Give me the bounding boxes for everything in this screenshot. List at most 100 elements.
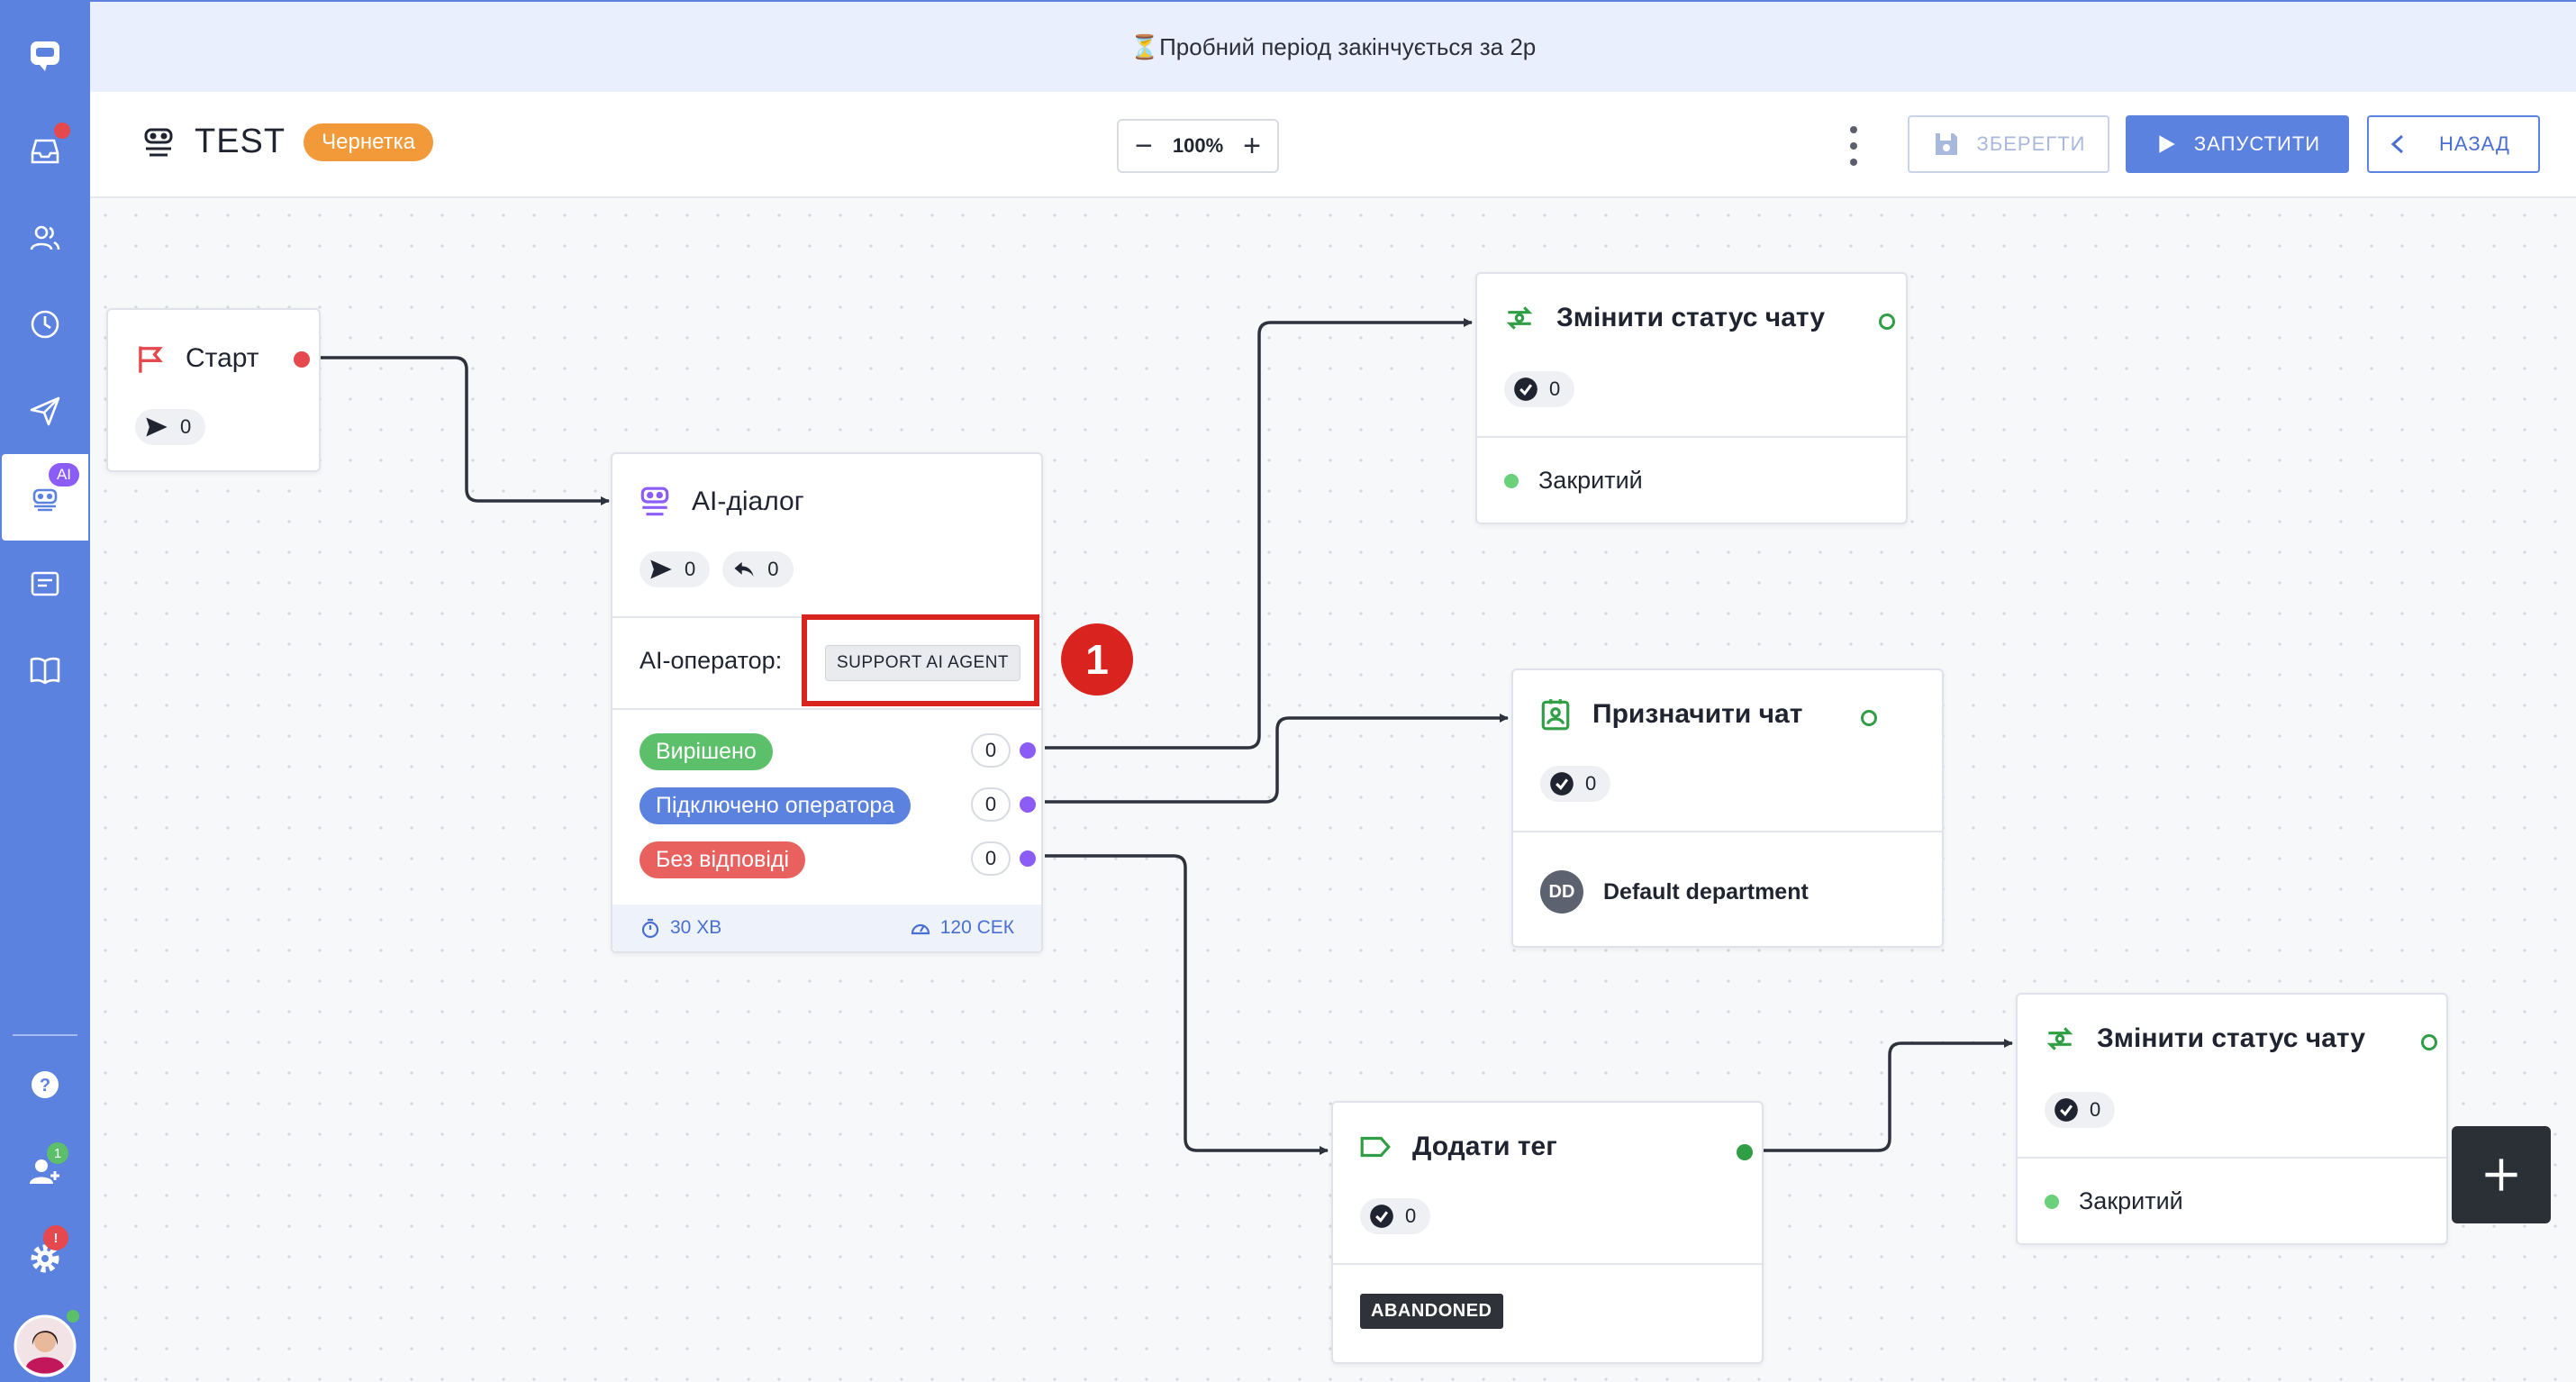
team-icon[interactable]: 1 (0, 1128, 90, 1214)
help-icon[interactable]: ? (0, 1041, 90, 1128)
status-swap-icon (1506, 306, 1533, 330)
completed-counter: 0 (1540, 766, 1611, 802)
timeout-value: 30 ХВ (670, 917, 722, 938)
reply-icon (734, 561, 754, 577)
delay-value: 120 СЕК (939, 917, 1014, 938)
more-menu-icon[interactable] (1845, 126, 1863, 166)
change-status-2-title: Змінити статус чату (2097, 1023, 2366, 1053)
change-status-header: Змінити статус чату (1502, 301, 1825, 335)
run-button[interactable]: ЗАПУСТИТИ (2126, 115, 2349, 173)
assign-chat-divider (1513, 831, 1942, 832)
outcome-noreply-count: 0 (971, 841, 1011, 876)
chevron-left-icon (2390, 134, 2404, 154)
change-status-2-stats: 0 (2045, 1092, 2116, 1128)
add-tag-header: Додати тег (1358, 1130, 1557, 1164)
change-status-title: Змінити статус чату (1556, 303, 1826, 332)
back-label: НАЗАД (2439, 132, 2510, 155)
change-status-2-output-port[interactable] (2421, 1034, 2437, 1050)
scenario-title-group: TEST Чернетка (141, 123, 433, 161)
outcome-operator-label: Підключено оператора (639, 787, 912, 824)
trial-banner-text: ⏳Пробний період закінчується за 2р (1129, 32, 1537, 60)
assign-chat-output-port[interactable] (1861, 710, 1877, 726)
change-status-2-divider (2018, 1157, 2446, 1159)
builder-header: TEST Чернетка − 100% + ЗБЕРЕГТИ ЗАПУСТИТ… (90, 92, 2576, 198)
add-tag-output-port[interactable] (1737, 1144, 1753, 1160)
sent-count: 0 (685, 558, 696, 580)
sent-counter: 0 (639, 551, 711, 587)
timeout-info: 30 ХВ (639, 917, 721, 939)
status-value-row: Закритий (1504, 467, 1643, 495)
scenario-title[interactable]: TEST (195, 123, 286, 160)
outcome-noreply-label: Без відповіді (639, 841, 806, 878)
ai-operator-value[interactable]: SUPPORT AI AGENT (825, 645, 1021, 681)
outcome-operator-count: 0 (971, 787, 1011, 822)
send-icon (650, 559, 672, 579)
add-node-button[interactable] (2452, 1126, 2551, 1223)
user-avatar[interactable] (0, 1303, 90, 1382)
outcome-resolved-port[interactable] (1020, 742, 1036, 759)
completed-count: 0 (1585, 772, 1597, 795)
chat-logo-icon[interactable] (0, 13, 90, 99)
start-node-title: Старт (186, 343, 259, 373)
plus-icon (2485, 1159, 2517, 1191)
assign-chat-title: Призначити чат (1592, 699, 1803, 729)
settings-icon[interactable]: ! (0, 1214, 90, 1301)
department-name: Default department (1603, 878, 1809, 905)
inbox-notification-dot (54, 123, 70, 139)
tag-value: ABANDONED (1360, 1294, 1503, 1329)
start-node-header: Старт (133, 342, 259, 375)
completed-count: 0 (1405, 1205, 1417, 1227)
add-tag-stats: 0 (1360, 1198, 1431, 1234)
ai-dialog-divider-2 (612, 708, 1041, 710)
outcome-resolved: Вирішено (639, 733, 773, 770)
save-button[interactable]: ЗБЕРЕГТИ (1908, 115, 2109, 173)
change-status-stats: 0 (1504, 371, 1575, 407)
inbox-icon[interactable] (0, 108, 90, 195)
closed-status-dot (1504, 473, 1519, 488)
outcome-operator: Підключено оператора (639, 787, 912, 824)
sent-counter: 0 (135, 409, 206, 445)
widget-icon[interactable] (0, 541, 90, 627)
send-icon[interactable] (0, 368, 90, 454)
zoom-control: − 100% + (1117, 119, 1279, 173)
ai-bot-icon[interactable]: AI (2, 454, 88, 541)
outcome-noreply-port[interactable] (1020, 850, 1036, 867)
outcome-operator-port[interactable] (1020, 796, 1036, 813)
contacts-icon[interactable] (0, 195, 90, 281)
ai-robot-icon (640, 486, 669, 516)
status-2-value: Закритий (2079, 1187, 2183, 1214)
add-tag-node[interactable]: Додати тег 0 ABANDONED (1331, 1101, 1764, 1364)
change-status-output-port[interactable] (1879, 314, 1895, 330)
assign-chat-node[interactable]: Призначити чат 0 DD Default department (1511, 668, 1944, 948)
zoom-out-button[interactable]: − (1135, 129, 1153, 163)
assign-badge-icon (1541, 699, 1570, 731)
change-status-node[interactable]: Змінити статус чату 0 Закритий (1475, 272, 1908, 524)
ai-dialog-header: AI-діалог (638, 485, 804, 519)
sent-count: 0 (180, 415, 192, 438)
back-button[interactable]: НАЗАД (2367, 115, 2540, 173)
change-status-2-header: Змінити статус чату (2043, 1022, 2365, 1056)
zoom-in-button[interactable]: + (1243, 129, 1261, 163)
sidebar: AI ? 1 ! (0, 0, 90, 1382)
department-avatar: DD (1540, 870, 1583, 914)
status-badge: Чернетка (304, 123, 433, 161)
reply-count: 0 (767, 558, 779, 580)
bot-icon (144, 128, 173, 156)
knowledge-book-icon[interactable] (0, 627, 90, 714)
tag-icon (1360, 1136, 1391, 1158)
assign-chat-stats: 0 (1540, 766, 1611, 802)
team-badge: 1 (47, 1142, 68, 1164)
change-status-node-2[interactable]: Змінити статус чату 0 Закритий (2016, 993, 2448, 1245)
gauge-icon (911, 923, 930, 935)
check-circle-icon (2054, 1098, 2078, 1122)
ai-dialog-footer: 30 ХВ 120 СЕК (612, 905, 1041, 951)
floppy-disk-icon (1935, 133, 1957, 155)
annotation-step-badge: 1 (1061, 623, 1133, 696)
outcome-resolved-count: 0 (971, 733, 1011, 768)
ai-operator-label: AI-оператор: (639, 647, 783, 674)
start-output-port[interactable] (294, 351, 310, 368)
history-icon[interactable] (0, 281, 90, 368)
play-icon (2159, 135, 2175, 153)
run-label: ЗАПУСТИТИ (2193, 132, 2321, 155)
start-node[interactable]: Старт 0 (106, 308, 321, 472)
